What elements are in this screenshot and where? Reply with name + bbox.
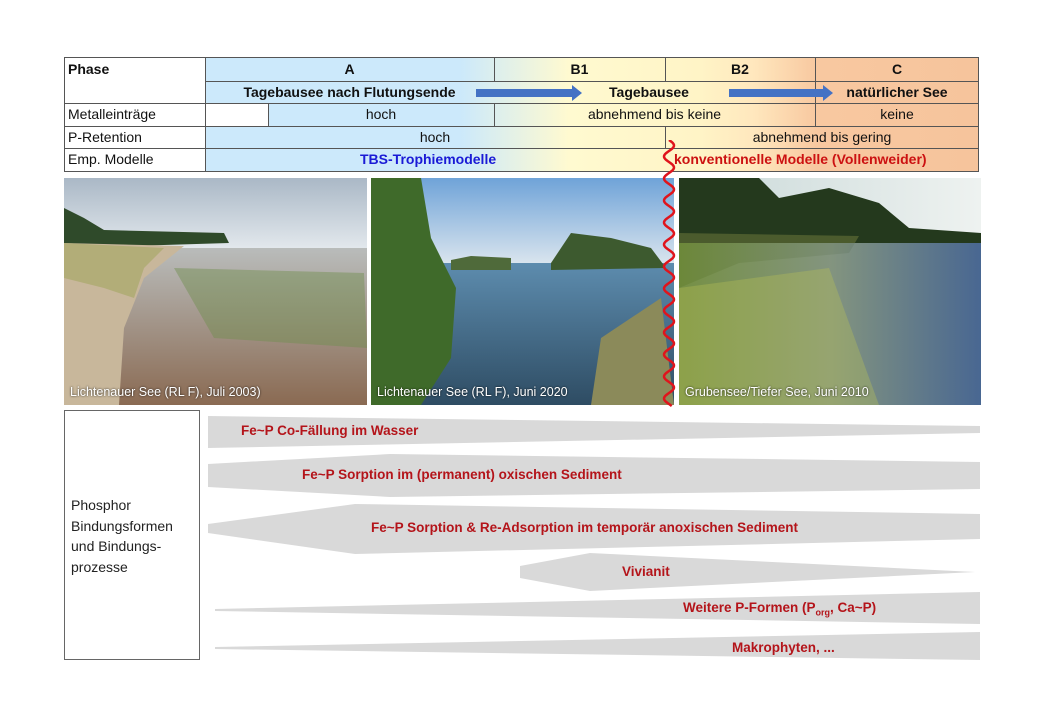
row-label-p-retention: P-Retention	[68, 129, 142, 145]
phase-b1: B1	[570, 61, 589, 77]
stage-natural-lake: natürlicher See	[846, 84, 948, 100]
photo-caption: Grubensee/Tiefer See, Juni 2010	[685, 385, 869, 399]
model-tbs: TBS-Trophiemodelle	[360, 151, 497, 167]
row-label-metal-inputs: Metalleinträge	[68, 106, 156, 122]
process-label: Vivianit	[622, 564, 670, 579]
phosphor-label-box: Phosphor Bindungsformen und Bindungs- pr…	[64, 410, 200, 660]
row-label-phase: Phase	[68, 61, 110, 77]
photo-caption: Lichtenauer See (RL F), Juni 2020	[377, 385, 568, 399]
phosphor-title: Phosphor Bindungsformen und Bindungs- pr…	[71, 497, 173, 575]
process-label: Weitere P-Formen (Porg, Ca~P)	[683, 600, 877, 618]
photo-caption: Lichtenauer See (RL F), Juli 2003)	[70, 385, 261, 399]
arrow-right-icon	[729, 85, 833, 101]
photo-lichtenauer-2003: Lichtenauer See (RL F), Juli 2003)	[64, 178, 367, 405]
model-conventional: konventionelle Modelle (Vollenweider)	[674, 151, 927, 167]
process-label: Fe~P Co-Fällung im Wasser	[241, 423, 419, 438]
process-label: Fe~P Sorption & Re-Adsorption im temporä…	[371, 520, 798, 535]
phase-b2: B2	[731, 61, 749, 77]
wedge-oxic-sorption	[208, 454, 980, 497]
photo-lichtenauer-2020: Lichtenauer See (RL F), Juni 2020	[371, 178, 674, 405]
p-retention-decreasing: abnehmend bis gering	[752, 129, 892, 145]
metal-none: keine	[880, 106, 914, 122]
phase-gradient-background	[205, 57, 979, 172]
phase-a: A	[344, 61, 355, 77]
arrow-right-icon	[476, 85, 582, 101]
phase-table: Phase Metalleinträge P-Retention Emp. Mo…	[64, 57, 979, 172]
metal-high: hoch	[365, 106, 397, 122]
phase-divider-wave	[662, 140, 676, 407]
stage-mining-lake: Tagebausee	[609, 84, 689, 100]
phase-c: C	[891, 61, 903, 77]
metal-decreasing: abnehmend bis keine	[587, 106, 722, 122]
wedge-other-p-forms	[215, 592, 980, 624]
wedge-macrophytes	[215, 632, 980, 660]
wedge-co-precipitation	[208, 416, 980, 448]
row-label-models: Emp. Modelle	[68, 151, 154, 167]
wedge-anoxic-sorption	[208, 504, 980, 554]
stage-after-flooding: Tagebausee nach Flutungsende	[243, 84, 456, 100]
metal-empty-cell	[205, 104, 268, 126]
process-label: Fe~P Sorption im (permanent) oxischen Se…	[302, 467, 622, 482]
photo-grubensee-2010: Grubensee/Tiefer See, Juni 2010	[679, 178, 981, 405]
process-label: Makrophyten, ...	[732, 640, 835, 655]
wedge-vivianite	[520, 553, 975, 591]
p-retention-high: hoch	[419, 129, 451, 145]
